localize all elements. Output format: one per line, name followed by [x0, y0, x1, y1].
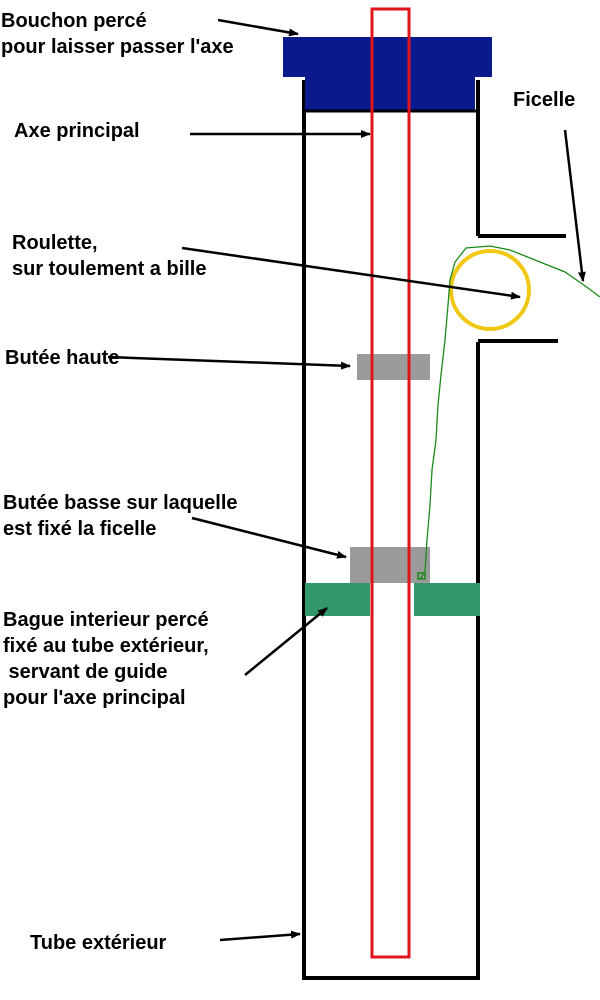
tube-label-line-1: Tube extérieur: [30, 932, 167, 954]
axe-label-line-1: Axe principal: [14, 120, 140, 142]
arrow-tube: [219, 930, 301, 942]
butee-basse-shape: [350, 547, 430, 583]
bague-label-line-3: servant de guide: [3, 661, 168, 683]
bouchon-label: Bouchon percé pour laisser passer l'axe: [1, 8, 234, 60]
arrow-butee-haute: [107, 355, 351, 370]
tube-label: Tube extérieur: [30, 930, 166, 956]
bague-label-line-1: Bague interieur percé: [3, 609, 209, 631]
bague-left: [305, 583, 370, 616]
arrow-roulette: [181, 246, 521, 300]
axe-label: Axe principal: [14, 118, 140, 144]
ficelle-knot: [417, 572, 426, 580]
butee-haute-label-line-1: Butée haute: [5, 347, 120, 369]
butee-basse-label: Butée basse sur laquelle est fixé la fic…: [3, 490, 238, 542]
arrow-bouchon: [217, 18, 299, 37]
ficelle-label: Ficelle: [513, 87, 575, 113]
roulette-label: Roulette, sur toulement a bille: [12, 230, 206, 282]
butee-haute-label: Butée haute: [5, 345, 119, 371]
butee-basse-label-line-2: est fixé la ficelle: [3, 518, 157, 540]
bague-label: Bague interieur percé fixé au tube extér…: [3, 607, 209, 711]
bouchon-label-line-1: Bouchon percé: [1, 10, 147, 32]
arrow-butee-basse: [191, 516, 347, 559]
butee-haute-shape: [357, 354, 430, 380]
bouchon-shape: [283, 37, 492, 113]
roulette-shape: [449, 249, 531, 331]
ficelle-label-line-1: Ficelle: [513, 89, 576, 111]
roulette-label-line-1: Roulette,: [12, 232, 98, 254]
bague-right: [414, 583, 480, 616]
bouchon-label-line-2: pour laisser passer l'axe: [1, 36, 234, 58]
arrow-bague: [244, 607, 328, 676]
arrow-ficelle: [563, 129, 586, 282]
bague-label-line-2: fixé au tube extérieur,: [3, 635, 209, 657]
axe-shape: [370, 7, 411, 959]
ficelle-shape: [419, 245, 600, 580]
butee-basse-label-line-1: Butée basse sur laquelle: [3, 492, 238, 514]
tube-outline: [302, 80, 480, 980]
roulette-label-line-2: sur toulement a bille: [12, 258, 207, 280]
bague-label-line-4: pour l'axe principal: [3, 687, 186, 709]
